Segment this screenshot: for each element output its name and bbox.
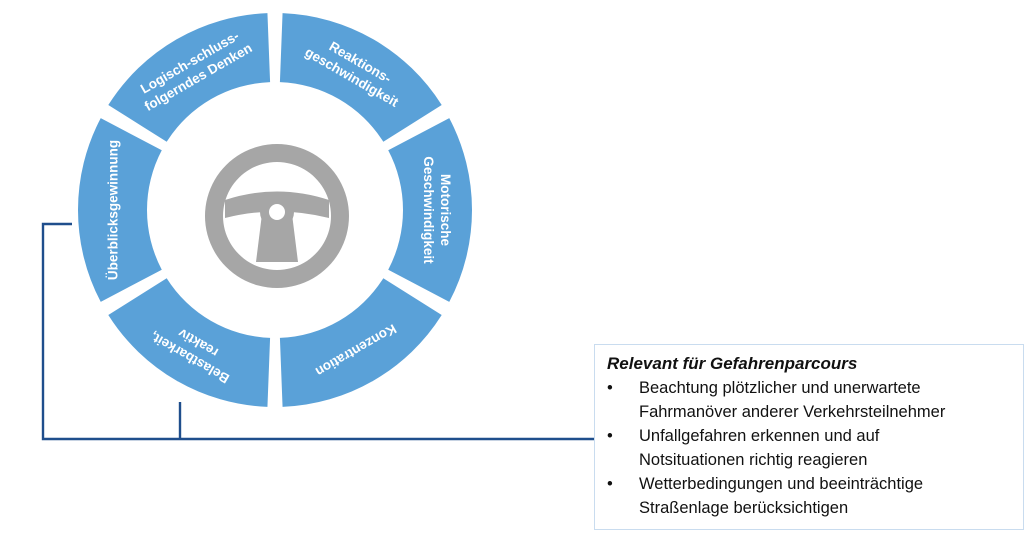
- segment-label: Überblicksgewinnung: [106, 140, 121, 280]
- list-item-line: Straßenlage berücksichtigen: [639, 499, 849, 517]
- segment-shape: [78, 118, 162, 302]
- list-item: • Unfallgefahren erkennen und auf Notsit…: [607, 424, 1013, 472]
- segment-label-line: Motorische: [438, 174, 453, 247]
- segment-shape: [108, 278, 271, 407]
- list-item-line: Unfallgefahren erkennen und auf: [639, 427, 880, 445]
- list-item-line: Wetterbedingungen und beeinträchtige: [639, 475, 924, 493]
- segment-shape: [108, 13, 271, 142]
- segment-belastbarkeit: Belastbarkeit,reaktiv: [108, 278, 271, 407]
- list-item-line: Notsituationen richtig reagieren: [639, 451, 868, 469]
- segment-ueberblick: Überblicksgewinnung: [78, 118, 162, 302]
- segment-shape: [388, 118, 472, 302]
- segment-logisch: Logisch-schluss-folgerndes Denken: [108, 13, 271, 142]
- steering-wheel-icon: [204, 144, 349, 288]
- list-item-line: Fahrmanöver anderer Verkehrsteilnehmer: [639, 403, 946, 421]
- connector-lines: [41, 222, 594, 441]
- connector-left: [41, 222, 594, 441]
- segment-label-line: Geschwindigkeit: [421, 156, 436, 264]
- segment-motorisch: MotorischeGeschwindigkeit: [388, 118, 472, 302]
- segment-reaktion: Reaktions-geschwindigkeit: [279, 13, 442, 142]
- bullet: •: [607, 475, 613, 493]
- segment-shape: [279, 13, 442, 142]
- list-item: • Wetterbedingungen und beeinträchtige S…: [607, 472, 1013, 520]
- list-item: • Beachtung plötzlicher und unerwartete …: [607, 376, 1013, 424]
- segment-konzentration: Konzentration: [279, 278, 442, 407]
- segment-label: MotorischeGeschwindigkeit: [421, 156, 453, 264]
- steering-wheel-hub-center: [269, 204, 285, 220]
- info-title: Relevant für Gefahrenparcours: [607, 354, 858, 373]
- bullet: •: [607, 379, 613, 397]
- info-box: Relevant für Gefahrenparcours • Beachtun…: [594, 344, 1024, 530]
- bullet: •: [607, 427, 613, 445]
- segment-shape: [279, 278, 442, 407]
- info-list: • Beachtung plötzlicher und unerwartete …: [607, 376, 1013, 520]
- steering-wheel-spoke: [256, 214, 298, 262]
- segment-label-line: Überblicksgewinnung: [106, 140, 121, 280]
- list-item-line: Beachtung plötzlicher und unerwartete: [639, 379, 921, 397]
